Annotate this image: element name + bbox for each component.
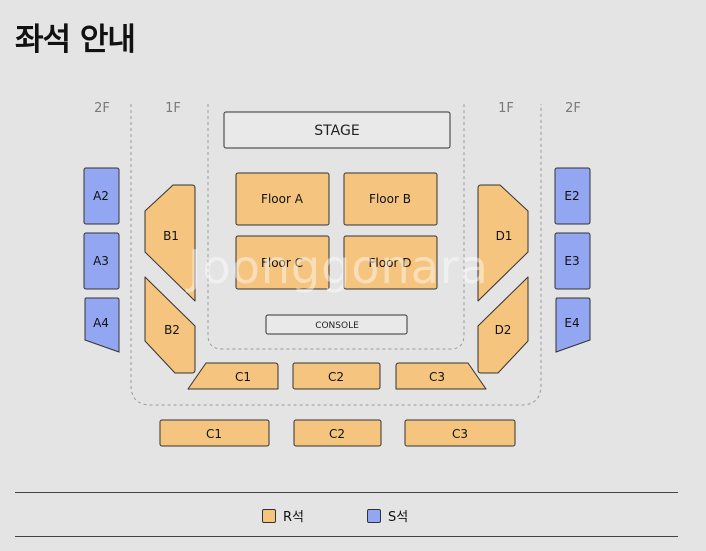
legend-r-label: R석 [283,510,304,525]
front-seat-c2[interactable]: C2 [292,362,381,390]
seat-e2-label: E2 [564,189,579,203]
legend-s-seat: S석 [367,506,408,525]
seat-e4[interactable]: E4 [555,297,591,353]
console: CONSOLE [265,314,408,335]
back-seat-c3-label: C3 [452,427,468,441]
floor-area-boundary [207,104,465,350]
floor-seat-c-label: Floor C [261,256,303,270]
console-label: CONSOLE [315,321,359,331]
seat-e3[interactable]: E3 [554,232,591,290]
watermark: Joonggonara [188,240,489,294]
back-seat-c3[interactable]: C3 [404,419,516,447]
floor-label-left-1f: 1F [165,101,181,116]
back-seat-c1-label: C1 [206,427,222,441]
legend-top-rule [15,492,678,493]
front-seat-c1-label: C1 [235,370,251,384]
floor-seat-b-label: Floor B [369,192,411,206]
seat-a4-label: A4 [93,316,109,330]
front-seat-c3[interactable]: C3 [395,362,487,390]
seat-d2[interactable]: D2 [477,276,529,374]
back-seat-c2[interactable]: C2 [293,419,382,447]
r-seat-swatch [262,508,276,523]
seat-a3-label: A3 [93,254,109,268]
front-seat-c2-label: C2 [328,370,344,384]
floor-seat-a[interactable]: Floor A [235,172,330,226]
floor-label-right-2f: 2F [565,101,581,116]
stage-label: STAGE [314,123,359,139]
s-seat-swatch [367,508,381,523]
seat-a3[interactable]: A3 [83,232,120,290]
floor-seat-c[interactable]: Floor C [235,235,330,290]
floor-seat-a-label: Floor A [261,192,304,206]
floor-seat-b[interactable]: Floor B [343,172,438,226]
floor-label-right-1f: 1F [498,101,514,116]
seat-e3-label: E3 [564,254,579,268]
seat-d1[interactable]: D1 [477,184,529,302]
floor-label-left-2f: 2F [94,101,110,116]
floor-boundaries [130,104,542,406]
floor-seat-d-label: Floor D [369,256,412,270]
legend-bottom-rule [15,536,678,537]
front-seat-c1[interactable]: C1 [187,362,279,390]
front-seat-c3-label: C3 [429,370,445,384]
seat-a4[interactable]: A4 [84,297,120,353]
seat-d1-label: D1 [496,229,513,243]
legend-s-label: S석 [388,510,409,525]
back-seat-c2-label: C2 [329,427,345,441]
seat-b1-label: B1 [163,229,179,243]
seat-b1[interactable]: B1 [144,184,196,302]
back-seat-c1[interactable]: C1 [159,419,270,447]
stage: STAGE [223,111,451,149]
1f-boundary [130,104,542,406]
seat-a2-label: A2 [93,189,109,203]
page-title: 좌석 안내 [15,22,136,58]
seat-b2-label: B2 [164,323,180,337]
seat-e4-label: E4 [564,316,579,330]
legend-r-seat: R석 [262,506,304,525]
seat-d2-label: D2 [495,323,512,337]
seat-b2[interactable]: B2 [144,276,196,374]
seat-a2[interactable]: A2 [83,167,120,225]
seat-e2[interactable]: E2 [554,167,591,225]
floor-seat-d[interactable]: Floor D [343,235,438,290]
